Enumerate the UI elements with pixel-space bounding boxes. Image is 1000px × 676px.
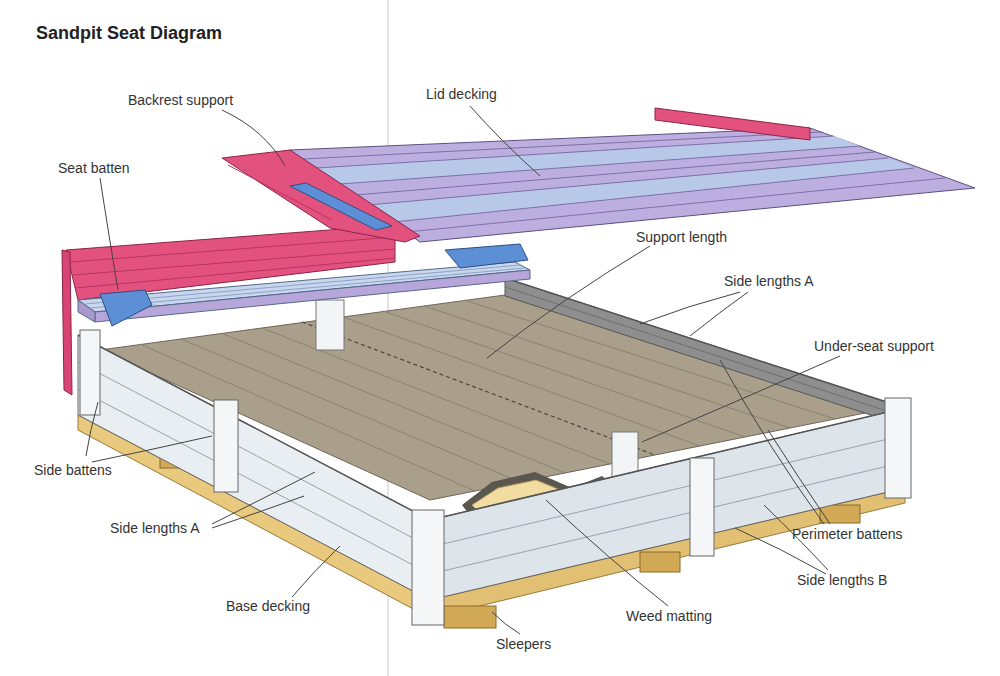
seat-slat-line: [85, 265, 520, 304]
side-length-line: [78, 389, 430, 574]
side-length-line: [430, 435, 905, 547]
lid-plank-lines: [303, 132, 945, 232]
support-length: [302, 322, 655, 455]
part-label: Side lengths B: [797, 572, 887, 589]
part-label: Support length: [636, 229, 727, 246]
front-wall: [78, 335, 430, 600]
part-label: Weed matting: [626, 608, 712, 625]
side-length-line: [430, 462, 905, 574]
backrest-slat-line: [73, 249, 395, 275]
part-label: Side lengths A: [110, 520, 200, 537]
seat-slat-line: [90, 268, 525, 308]
part-label: Sleepers: [496, 636, 551, 653]
seat-batten: [445, 244, 528, 268]
diagram-title: Sandpit Seat Diagram: [36, 22, 222, 44]
backrest-slat-line: [70, 237, 395, 262]
lid-batten: [290, 183, 392, 230]
part-label: Side battens: [34, 462, 112, 479]
side-batten: [690, 458, 714, 556]
side-batten: [80, 330, 100, 415]
lid-edge-support: [655, 108, 810, 140]
leader-lines: [86, 106, 840, 634]
part-label: Side lengths A: [724, 273, 814, 290]
backrest-end: [62, 250, 72, 395]
part-label: Under-seat support: [814, 338, 934, 355]
sleeper: [820, 505, 860, 523]
seat-batten: [100, 290, 152, 326]
seat-underside: [95, 270, 530, 322]
part-label: Base decking: [226, 598, 310, 615]
side-length-line: [78, 362, 430, 547]
part-label: Lid decking: [426, 86, 497, 103]
corner-batten: [885, 398, 911, 498]
right-wall: [430, 408, 905, 600]
part-label: Perimeter battens: [792, 526, 903, 543]
sleeper: [640, 552, 680, 572]
top-rim: [78, 278, 905, 520]
part-label: Seat batten: [58, 160, 130, 177]
side-batten: [214, 400, 238, 492]
backrest-support: [222, 150, 420, 242]
corner-batten: [412, 510, 444, 625]
part-label: Backrest support: [128, 92, 233, 109]
lid-plank: [368, 158, 914, 222]
under-seat-support: [316, 300, 344, 350]
sleeper: [444, 606, 496, 628]
